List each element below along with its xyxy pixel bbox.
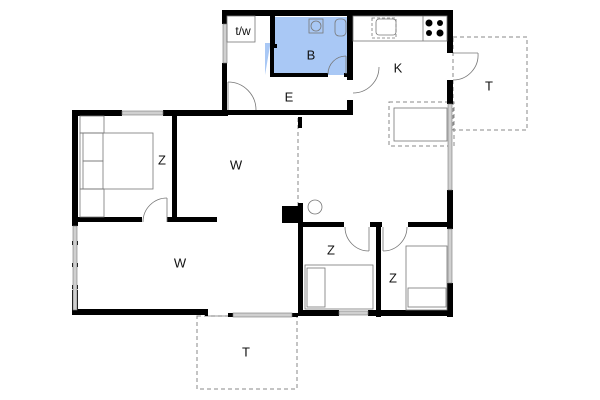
stove-burners [425,19,444,37]
room-label-bathroom: B [306,47,316,63]
pillow [82,132,104,162]
fixtures [79,15,479,317]
room-label-entrance: E [284,89,294,105]
kitchen-counter [352,15,448,42]
window-kitchen-east [447,103,453,191]
room-label-terrace-east: T [485,78,493,94]
nightstand [79,115,105,134]
pillow [407,287,447,308]
double-bed [79,132,154,190]
room-label-living-south: W [173,255,187,271]
room-label-bedroom-middle: Z [327,242,335,258]
room-label-living-north: W [229,157,243,173]
window-tw [222,23,228,64]
kitchen-sink [375,18,397,36]
door-bedroom-west-arc [142,197,168,223]
wood-stove [307,199,323,215]
door-entrance-arc [227,81,257,111]
walls [72,10,453,317]
terrace-outlines [196,36,528,390]
sink-bowl [310,20,322,32]
toilet [334,18,347,37]
bathroom-sink [308,18,324,34]
room-label-bedroom-east: Z [389,270,397,286]
single-bed-east [405,245,448,311]
window-bedroom-east [447,228,453,284]
window-bedroom-west [121,110,164,116]
kitchen-sink-outline [371,17,397,39]
bathroom-fill [273,17,348,74]
window-bedroom-middle [338,310,369,316]
room-label-toilet-washer: t/w [235,24,251,38]
nightstand [79,188,105,218]
room-label-kitchen: K [393,60,403,76]
toilet-washer-closet [226,15,256,43]
room-label-bedroom-west: Z [158,152,166,168]
bench [393,107,448,142]
window-living-west [72,225,78,311]
door-terrace-arc [452,52,479,81]
pillow [82,160,104,190]
door-bedroom-middle-arc [344,226,370,252]
single-bed-middle [304,264,374,310]
room-label-terrace-south: T [242,344,250,360]
window-living-south [232,312,293,318]
door-bathroom-arc [327,55,347,75]
windows [72,23,453,318]
pillow [306,267,326,308]
door-bedroom-east-arc [382,226,408,252]
terrace-bench-outline [388,101,455,147]
